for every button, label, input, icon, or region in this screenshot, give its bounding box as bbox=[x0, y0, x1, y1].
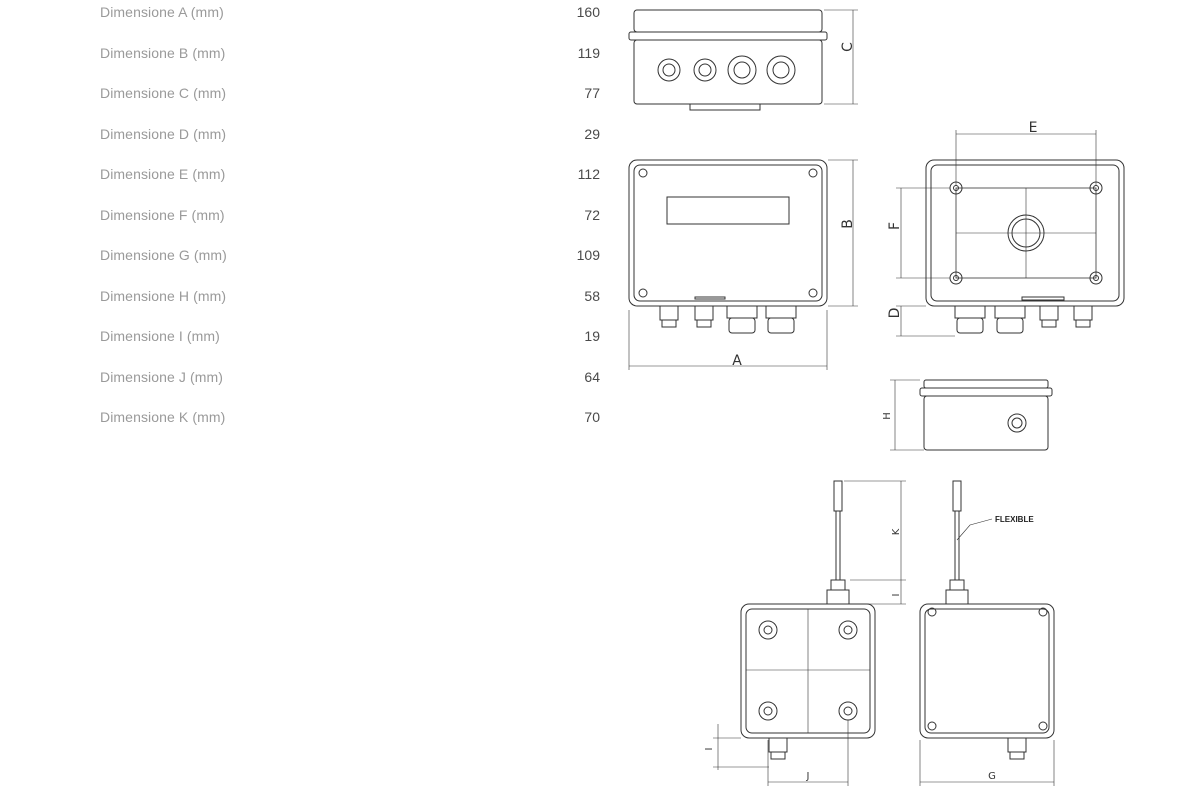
dimension-value: 19 bbox=[584, 328, 600, 344]
dimension-row: Dimensione F (mm) 72 bbox=[100, 203, 600, 244]
label-g: G bbox=[988, 771, 996, 782]
label-b: B bbox=[840, 219, 856, 229]
dimension-label: Dimensione J (mm) bbox=[100, 368, 224, 385]
dimension-row: Dimensione B (mm) 119 bbox=[100, 41, 600, 82]
dimension-value: 77 bbox=[584, 85, 600, 101]
label-flexible: FLEXIBLE bbox=[995, 515, 1034, 524]
dimension-row: Dimensione E (mm) 112 bbox=[100, 162, 600, 203]
dimension-row: Dimensione C (mm) 77 bbox=[100, 81, 600, 122]
dimension-row: Dimensione K (mm) 70 bbox=[100, 405, 600, 446]
label-d: D bbox=[887, 308, 903, 319]
label-j: J bbox=[806, 771, 810, 782]
label-i-top: I bbox=[891, 594, 902, 597]
dimension-label: Dimensione K (mm) bbox=[100, 409, 226, 425]
antenna-view-flexible bbox=[919, 480, 1055, 786]
dimension-label: Dimensione A (mm) bbox=[100, 4, 224, 20]
dimension-label: Dimensione E (mm) bbox=[100, 166, 226, 182]
dimension-label: Dimensione I (mm) bbox=[100, 328, 220, 344]
dimension-value: 58 bbox=[584, 287, 600, 304]
dimension-label: Dimensione C (mm) bbox=[100, 85, 227, 101]
top-view bbox=[628, 9, 858, 111]
label-k: K bbox=[891, 528, 902, 535]
label-e: E bbox=[1029, 120, 1038, 136]
dimension-value: 72 bbox=[584, 206, 600, 223]
dimension-row: Dimensione A (mm) 160 bbox=[100, 0, 600, 41]
dimension-value: 64 bbox=[584, 368, 600, 385]
label-h: H bbox=[882, 412, 893, 420]
dimension-label: Dimensione D (mm) bbox=[100, 125, 227, 142]
dimension-row: Dimensione G (mm) 109 bbox=[100, 243, 600, 284]
dimension-row: Dimensione D (mm) 29 bbox=[100, 122, 600, 163]
label-f: F bbox=[887, 222, 903, 230]
dimension-row: Dimensione J (mm) 64 bbox=[100, 365, 600, 406]
dimension-label: Dimensione B (mm) bbox=[100, 44, 226, 61]
side-view bbox=[890, 379, 1053, 451]
dimension-row: Dimensione H (mm) 58 bbox=[100, 284, 600, 325]
dimension-value: 109 bbox=[576, 247, 600, 263]
dimension-value: 160 bbox=[576, 4, 600, 20]
front-view bbox=[628, 159, 858, 370]
label-c: C bbox=[840, 42, 856, 52]
dimension-value: 119 bbox=[577, 44, 600, 61]
dimension-value: 70 bbox=[584, 409, 600, 425]
label-i-bottom: I bbox=[704, 748, 715, 751]
dimension-value: 112 bbox=[577, 166, 600, 182]
dimension-label: Dimensione H (mm) bbox=[100, 287, 227, 304]
back-view bbox=[896, 130, 1125, 337]
dimension-value: 29 bbox=[584, 125, 600, 142]
dimension-row: Dimensione I (mm) 19 bbox=[100, 324, 600, 365]
dimension-label: Dimensione G (mm) bbox=[100, 247, 227, 263]
label-a: A bbox=[732, 353, 742, 369]
antenna-view-rigid bbox=[713, 480, 906, 786]
dimension-label: Dimensione F (mm) bbox=[100, 206, 225, 223]
